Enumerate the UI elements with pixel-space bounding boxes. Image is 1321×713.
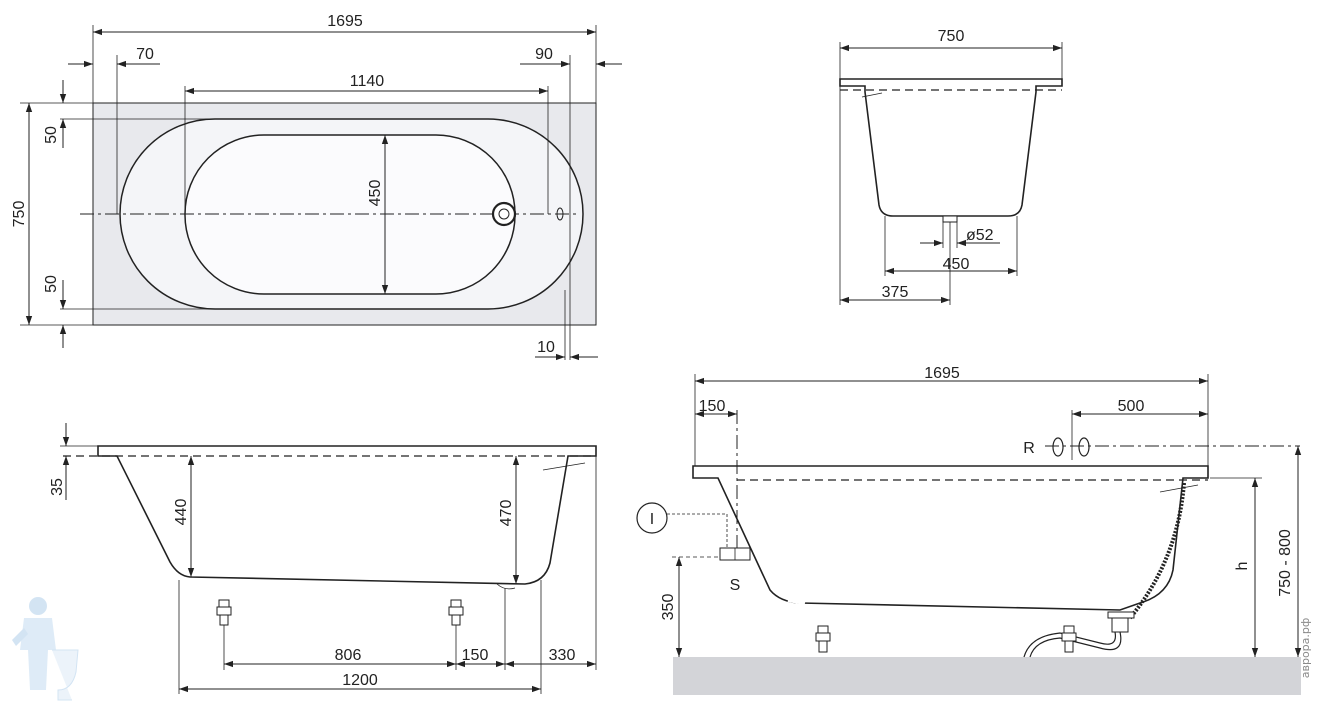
install-view-tub bbox=[692, 465, 1209, 611]
floor bbox=[673, 657, 1301, 695]
panel-marker-circle bbox=[636, 502, 668, 534]
drain-icon bbox=[491, 201, 517, 227]
dim-drain-diameter: ø52 bbox=[966, 227, 994, 244]
dim-right-offset: 90 bbox=[535, 46, 553, 63]
dim-overall-width: 750 bbox=[11, 201, 28, 228]
dim-inner-width: 450 bbox=[367, 180, 384, 207]
dim-feet-spacing: 806 bbox=[335, 647, 362, 664]
tick bbox=[861, 92, 883, 98]
dim-floor-height: 350 bbox=[660, 594, 677, 621]
watermark-text: аврора.рф bbox=[1299, 618, 1312, 679]
dim-left-offset: 70 bbox=[136, 46, 154, 63]
dim-tap-offset: 500 bbox=[1118, 398, 1145, 415]
overflow-hose bbox=[1128, 482, 1186, 620]
drain-outline bbox=[496, 583, 516, 590]
dim-drain-offset: 10 bbox=[537, 339, 555, 356]
dim-rim-bottom: 50 bbox=[43, 275, 60, 293]
siphon-icon bbox=[1023, 611, 1135, 658]
tap-hole-icon bbox=[1052, 437, 1064, 457]
tick bbox=[542, 462, 586, 471]
foot-icon bbox=[1061, 625, 1077, 653]
dim-end-width: 750 bbox=[938, 28, 965, 45]
dim-overall-length: 1695 bbox=[327, 13, 363, 30]
dim-drain-center: 375 bbox=[882, 284, 909, 301]
panel-label: S bbox=[730, 577, 741, 594]
dim-inner-length: 1140 bbox=[350, 73, 385, 90]
dim-depth-left: 440 bbox=[173, 499, 190, 526]
dim-install-length: 1695 bbox=[924, 365, 960, 382]
dim-bottom-width: 450 bbox=[943, 256, 970, 273]
watermark-plumber-logo bbox=[12, 597, 79, 701]
foot-icon bbox=[815, 625, 831, 653]
dim-right-overhang: 330 bbox=[549, 647, 576, 664]
leader bbox=[667, 513, 728, 548]
side-view-tub bbox=[97, 445, 597, 585]
foot-icon bbox=[216, 599, 232, 626]
gap bbox=[787, 598, 806, 605]
end-view-drain bbox=[942, 215, 958, 223]
dim-base-length: 1200 bbox=[342, 672, 378, 689]
dim-rim-top: 50 bbox=[43, 126, 60, 144]
drain-inner bbox=[498, 208, 510, 220]
top-view: 1695 70 90 1140 750 50 50 450 bbox=[11, 13, 622, 361]
end-view: 750 ø52 450 375 bbox=[839, 28, 1063, 305]
dim-depth-right: 470 bbox=[498, 500, 515, 527]
panel-marker: I bbox=[650, 511, 654, 528]
foot-icon bbox=[448, 599, 464, 626]
dim-total-height: 750 - 800 bbox=[1277, 529, 1294, 597]
overflow-icon bbox=[556, 207, 564, 221]
dim-height-variable: h bbox=[1234, 562, 1251, 571]
tap-label: R bbox=[1023, 440, 1035, 457]
end-view-tub bbox=[839, 78, 1063, 217]
tap-hole-icon bbox=[1078, 437, 1090, 457]
tick bbox=[1159, 484, 1199, 493]
dim-rim: 35 bbox=[49, 478, 66, 496]
install-view: 1695 150 500 R I S 350 h 750 - 800 bbox=[636, 365, 1302, 695]
side-view: 35 440 470 806 150 330 1200 bbox=[49, 423, 597, 694]
dim-install-left-offset: 150 bbox=[699, 398, 726, 415]
dim-feet-gap: 150 bbox=[462, 647, 489, 664]
